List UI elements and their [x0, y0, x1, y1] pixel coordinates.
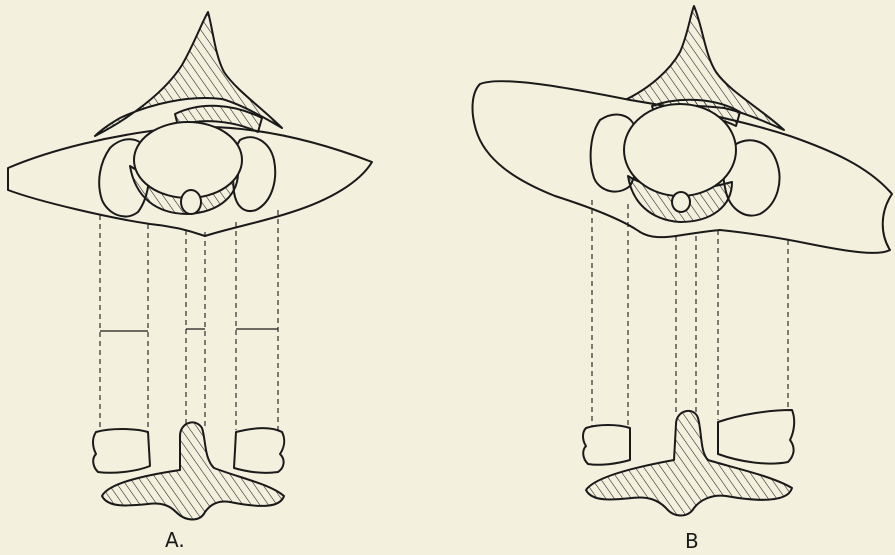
right-block-a [234, 428, 284, 473]
notochord-a [181, 190, 201, 214]
panel-a-caption: A. [165, 528, 185, 552]
neural-canal-a [134, 122, 242, 198]
panel-b: B [473, 6, 892, 553]
panel-a: A. [8, 12, 372, 552]
left-block-a [93, 429, 150, 473]
panel-b-caption: B [685, 529, 699, 553]
right-block-b [718, 410, 794, 464]
neural-canal-b [624, 104, 736, 196]
projection-lines-a [100, 210, 278, 430]
notochord-b [672, 192, 690, 212]
left-block-b [583, 425, 630, 465]
